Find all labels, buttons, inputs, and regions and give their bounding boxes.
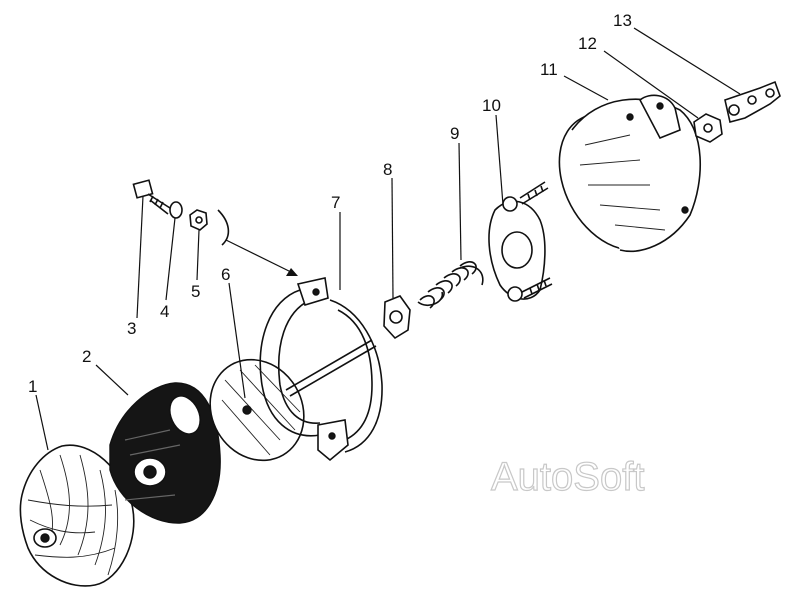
callout-5: 5 bbox=[191, 282, 200, 301]
part-11-cylinder bbox=[558, 94, 702, 252]
callout-2: 2 bbox=[82, 347, 91, 366]
leader-lines bbox=[35, 27, 741, 451]
part-10-flange bbox=[488, 181, 553, 302]
watermark: AutoSoft bbox=[491, 455, 644, 499]
callout-6: 6 bbox=[221, 265, 230, 284]
callout-labels: 1 2 3 4 5 6 7 8 9 10 11 12 13 bbox=[28, 11, 632, 396]
part-7-ring-clamp bbox=[259, 277, 383, 462]
part-1-cover bbox=[19, 444, 135, 587]
part-12-nut bbox=[693, 113, 723, 143]
part-13-clevis bbox=[724, 80, 781, 123]
part-9-spring bbox=[417, 261, 484, 309]
callout-1: 1 bbox=[28, 377, 37, 396]
callout-8: 8 bbox=[383, 160, 392, 179]
callout-7: 7 bbox=[331, 193, 340, 212]
part-3-bolt bbox=[132, 179, 171, 215]
callout-11: 11 bbox=[540, 60, 558, 79]
part-2-housing bbox=[109, 382, 221, 524]
part-5-nut bbox=[189, 209, 208, 231]
part-4-washer bbox=[169, 201, 183, 219]
callout-12: 12 bbox=[578, 34, 597, 53]
part-8-plate bbox=[383, 295, 411, 340]
callout-3: 3 bbox=[127, 319, 136, 338]
callout-9: 9 bbox=[450, 124, 459, 143]
callout-10: 10 bbox=[482, 96, 501, 115]
callout-13: 13 bbox=[613, 11, 632, 30]
callout-4: 4 bbox=[160, 302, 169, 321]
